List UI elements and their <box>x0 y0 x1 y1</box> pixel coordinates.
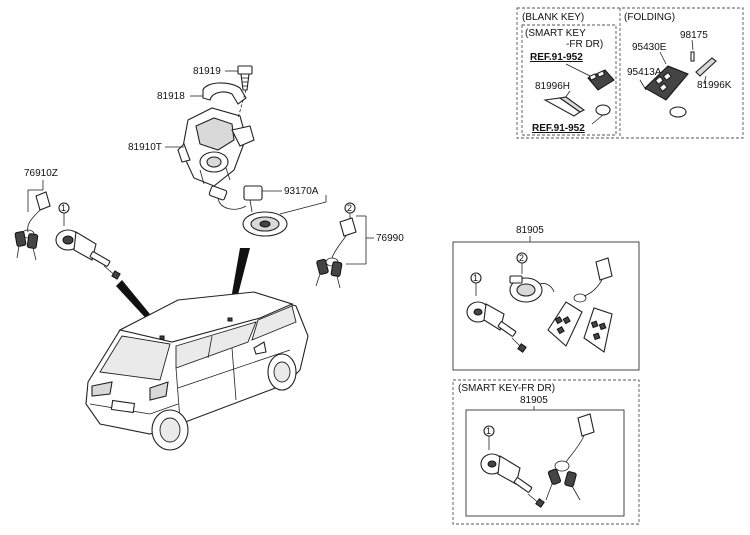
smart-key-header-line2: -FR DR) <box>566 39 603 50</box>
key-tag-left <box>35 191 51 211</box>
assembly-box-81905-standard: 81905 2 1 <box>452 225 640 371</box>
ref-91-952-bottom: REF.91-952 <box>532 123 585 134</box>
door-lock-cylinder-left <box>55 229 121 280</box>
vehicle-illustration <box>85 248 309 451</box>
label-95413A: 95413A <box>627 67 662 78</box>
ignition-coil-box <box>509 275 555 303</box>
folding-key-blade <box>695 57 717 77</box>
key-variants-panel: (BLANK KEY) (FOLDING) (SMART KEY -FR DR)… <box>516 7 744 139</box>
coin-battery <box>595 104 611 116</box>
label-81905-smart: 81905 <box>520 395 548 406</box>
label-76910Z: 76910Z <box>24 168 58 179</box>
keys-box-b <box>545 468 581 501</box>
callout-2-right: 2 <box>347 203 352 213</box>
label-81996H: 81996H <box>535 81 570 92</box>
blank-key-header: (BLANK KEY) <box>522 12 584 23</box>
label-81910T: 81910T <box>128 142 162 153</box>
label-95430E: 95430E <box>632 42 667 53</box>
ref-91-952-top: REF.91-952 <box>530 52 583 63</box>
door-lock-cylinder-box-b <box>480 453 545 508</box>
steering-lock-body <box>177 107 255 187</box>
assembly-box-81905-smart-key: (SMART KEY-FR DR) 81905 1 <box>452 379 640 525</box>
callout-1-box-b: 1 <box>486 426 491 436</box>
folding-key-fob <box>644 65 689 101</box>
key-tag-box-a <box>595 257 613 281</box>
smart-key-fr-dr-header: (SMART KEY-FR DR) <box>458 383 555 394</box>
label-81918: 81918 <box>157 91 185 102</box>
folding-key-pin <box>690 51 695 62</box>
box-81905-smart-frame <box>465 409 625 517</box>
key-set-76910Z: 76910Z 1 <box>14 168 121 280</box>
bracket-81918 <box>202 82 247 105</box>
label-93170A: 93170A <box>284 186 319 197</box>
folding-header: (FOLDING) <box>624 12 675 23</box>
screw-81919 <box>237 65 253 91</box>
immobilizer-93170A <box>208 185 288 237</box>
smart-key-header-line1: (SMART KEY <box>525 28 586 39</box>
label-81905-standard: 81905 <box>516 225 544 236</box>
emergency-key-blade <box>543 96 586 117</box>
key-tag-right <box>339 217 357 237</box>
box-81905-frame <box>452 241 640 371</box>
callout-1-box-a: 1 <box>473 273 478 283</box>
smart-key-fr-dr-frame <box>452 379 640 525</box>
keys-right <box>315 258 343 289</box>
key-tag-box-b <box>577 413 595 437</box>
keys-left <box>14 231 39 261</box>
label-81919: 81919 <box>193 66 221 77</box>
callout-2-box: 2 <box>519 253 524 263</box>
key-variants-frame <box>516 7 744 139</box>
smart-key-fob <box>587 69 615 91</box>
folding-key-battery <box>669 106 687 118</box>
label-98175: 98175 <box>680 30 708 41</box>
ignition-assembly: 81919 81918 81910T <box>128 65 327 237</box>
label-81996K: 81996K <box>697 80 732 91</box>
door-lock-cylinder-box-a <box>466 301 527 353</box>
key-set-76990: 2 76990 <box>315 202 404 289</box>
folding-keys-box-a <box>547 301 613 353</box>
callout-1-left: 1 <box>61 203 66 213</box>
label-76990: 76990 <box>376 233 404 244</box>
smart-key-subframe <box>521 24 617 136</box>
